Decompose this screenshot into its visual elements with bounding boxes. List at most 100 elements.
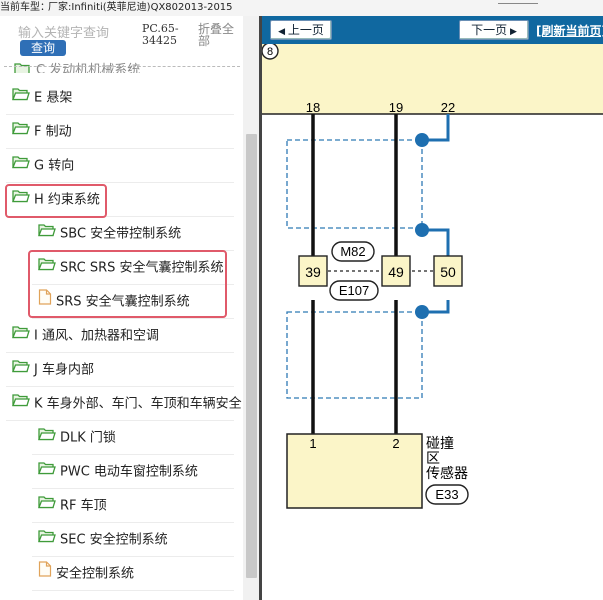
folder-open-icon [12,388,30,420]
scrollbar-thumb[interactable] [246,134,257,578]
connector-name: E107 [339,283,369,298]
tree-item-label: G 转向 [34,158,75,174]
clipped-control [498,0,538,4]
connector-marker-label: 8 [267,46,273,58]
shield-box-bottom [286,311,423,399]
sensor-code-badge [425,484,469,505]
row-divider [32,284,234,285]
sensor-box [286,433,423,509]
connector-pin-label: 49 [388,264,404,280]
row-divider [6,352,234,353]
folder-open-icon [38,218,56,250]
folder-open-icon [12,82,30,114]
splice-dot [415,223,429,237]
highlight-box-h [5,184,107,218]
tree-item[interactable]: RF 车顶 [38,490,107,522]
tree-item[interactable]: 安全控制系统 [38,558,134,590]
shield-wire [422,300,450,314]
tree-item[interactable]: F 制动 [12,116,72,148]
tree-item[interactable]: K 车身外部、车门、车顶和车辆安全 [12,388,242,420]
connector-name: M82 [340,244,365,259]
row-divider [6,216,234,217]
sensor-label: 区 [426,450,440,466]
refresh-link[interactable]: [刷新当前页] [536,24,603,38]
folder-open-icon [12,150,30,182]
tree-item-label: F 制动 [34,124,72,140]
fold-all-button[interactable]: 折叠全部 [198,22,235,48]
row-divider [6,114,234,115]
sensor-label: 碰撞 [426,435,454,451]
connector-pin-box [433,255,463,287]
shield-box-top [286,139,423,229]
model-bar: 当前车型： 厂家:Infiniti(英菲尼迪)QX802013-2015 [0,0,603,17]
tree-item[interactable]: SBC 安全带控制系统 [38,218,181,250]
folder-open-icon [38,252,56,284]
tree-item[interactable]: E 悬架 [12,82,72,114]
tree-item-label: J 车身内部 [34,362,94,378]
ecu-region [262,44,603,114]
document-icon [38,286,52,318]
connector-pin-box [381,255,411,287]
splice-dot [415,305,429,319]
row-divider [6,420,234,421]
tree-item-clipped[interactable]: C 发动机机械系统 [14,59,140,73]
tree-item[interactable]: J 车身内部 [12,354,94,386]
sensor-code: E33 [435,487,458,502]
search-input[interactable] [18,24,142,42]
model-title: 厂家:Infiniti(英菲尼迪)QX802013-2015 [48,2,233,13]
row-divider [32,556,234,557]
prev-page-button[interactable]: ◀ 上一页 [270,20,332,40]
sensor-pin-label: 2 [392,436,399,451]
tree-item[interactable]: SRC SRS 安全气囊控制系统 [38,252,224,284]
tree-item[interactable]: H 约束系统 [12,184,100,216]
tree-item[interactable]: SEC 安全控制系统 [38,524,168,556]
document-icon [38,558,52,590]
pin-label: 22 [441,100,455,115]
folder-open-icon [12,116,30,148]
triangle-right-icon: ▶ [507,27,517,37]
tree-item[interactable]: SRS 安全气囊控制系统 [38,286,190,318]
tree-item[interactable]: DLK 门锁 [38,422,116,454]
search-button[interactable]: 查询 [20,40,66,56]
folder-open-icon [38,422,56,454]
connector-marker [262,44,279,60]
next-page-button[interactable]: 下一页 ▶ [459,20,529,40]
tree-item-label: K 车身外部、车门、车顶和车辆安全 [34,396,242,412]
folder-open-icon [38,456,56,488]
tree-item-label: H 约束系统 [34,192,100,208]
model-label: 当前车型： [0,2,50,13]
tree-item-label: RF 车顶 [60,498,107,514]
prev-page-label: 上一页 [287,23,324,37]
tree-item[interactable]: PWC 电动车窗控制系统 [38,456,198,488]
tree-item-label: C 发动机机械系统 [36,63,141,73]
connector-name-badge [331,241,375,262]
tree-item-label: SRS 安全气囊控制系统 [56,294,190,310]
folder-open-icon [12,320,30,352]
next-page-label: 下一页 [471,23,508,37]
folder-open-icon [38,524,56,556]
highlight-box-srs [28,250,227,318]
folder-open-icon [38,490,56,522]
connector-pin-box [298,255,328,287]
wiring-diagram: 8 18 19 22 39 49 50 M82 E107 [262,44,603,509]
connector-pin-label: 50 [440,264,456,280]
pin-label: 19 [389,100,403,115]
splice-dot [415,133,429,147]
tree-item-label: E 悬架 [34,90,73,106]
tree-item-label: PWC 电动车窗控制系统 [60,464,198,480]
shield-wire [422,114,450,142]
sensor-label: 传感器 [426,465,468,481]
tree-item-label: SEC 安全控制系统 [60,532,168,548]
tree-item-label: 安全控制系统 [56,566,135,582]
tree-item-label: DLK 门锁 [60,430,116,446]
triangle-left-icon: ◀ [278,27,288,37]
folder-open-icon [14,62,32,73]
pc-code: PC.65-34425 [142,22,179,47]
pin-label: 18 [306,100,320,115]
tree-item[interactable]: I 通风、加热器和空调 [12,320,159,352]
connector-name-badge [329,280,379,301]
folder-open-icon [12,184,30,216]
row-divider [32,454,234,455]
panel-divider[interactable] [259,16,262,600]
tree-item[interactable]: G 转向 [12,150,74,182]
